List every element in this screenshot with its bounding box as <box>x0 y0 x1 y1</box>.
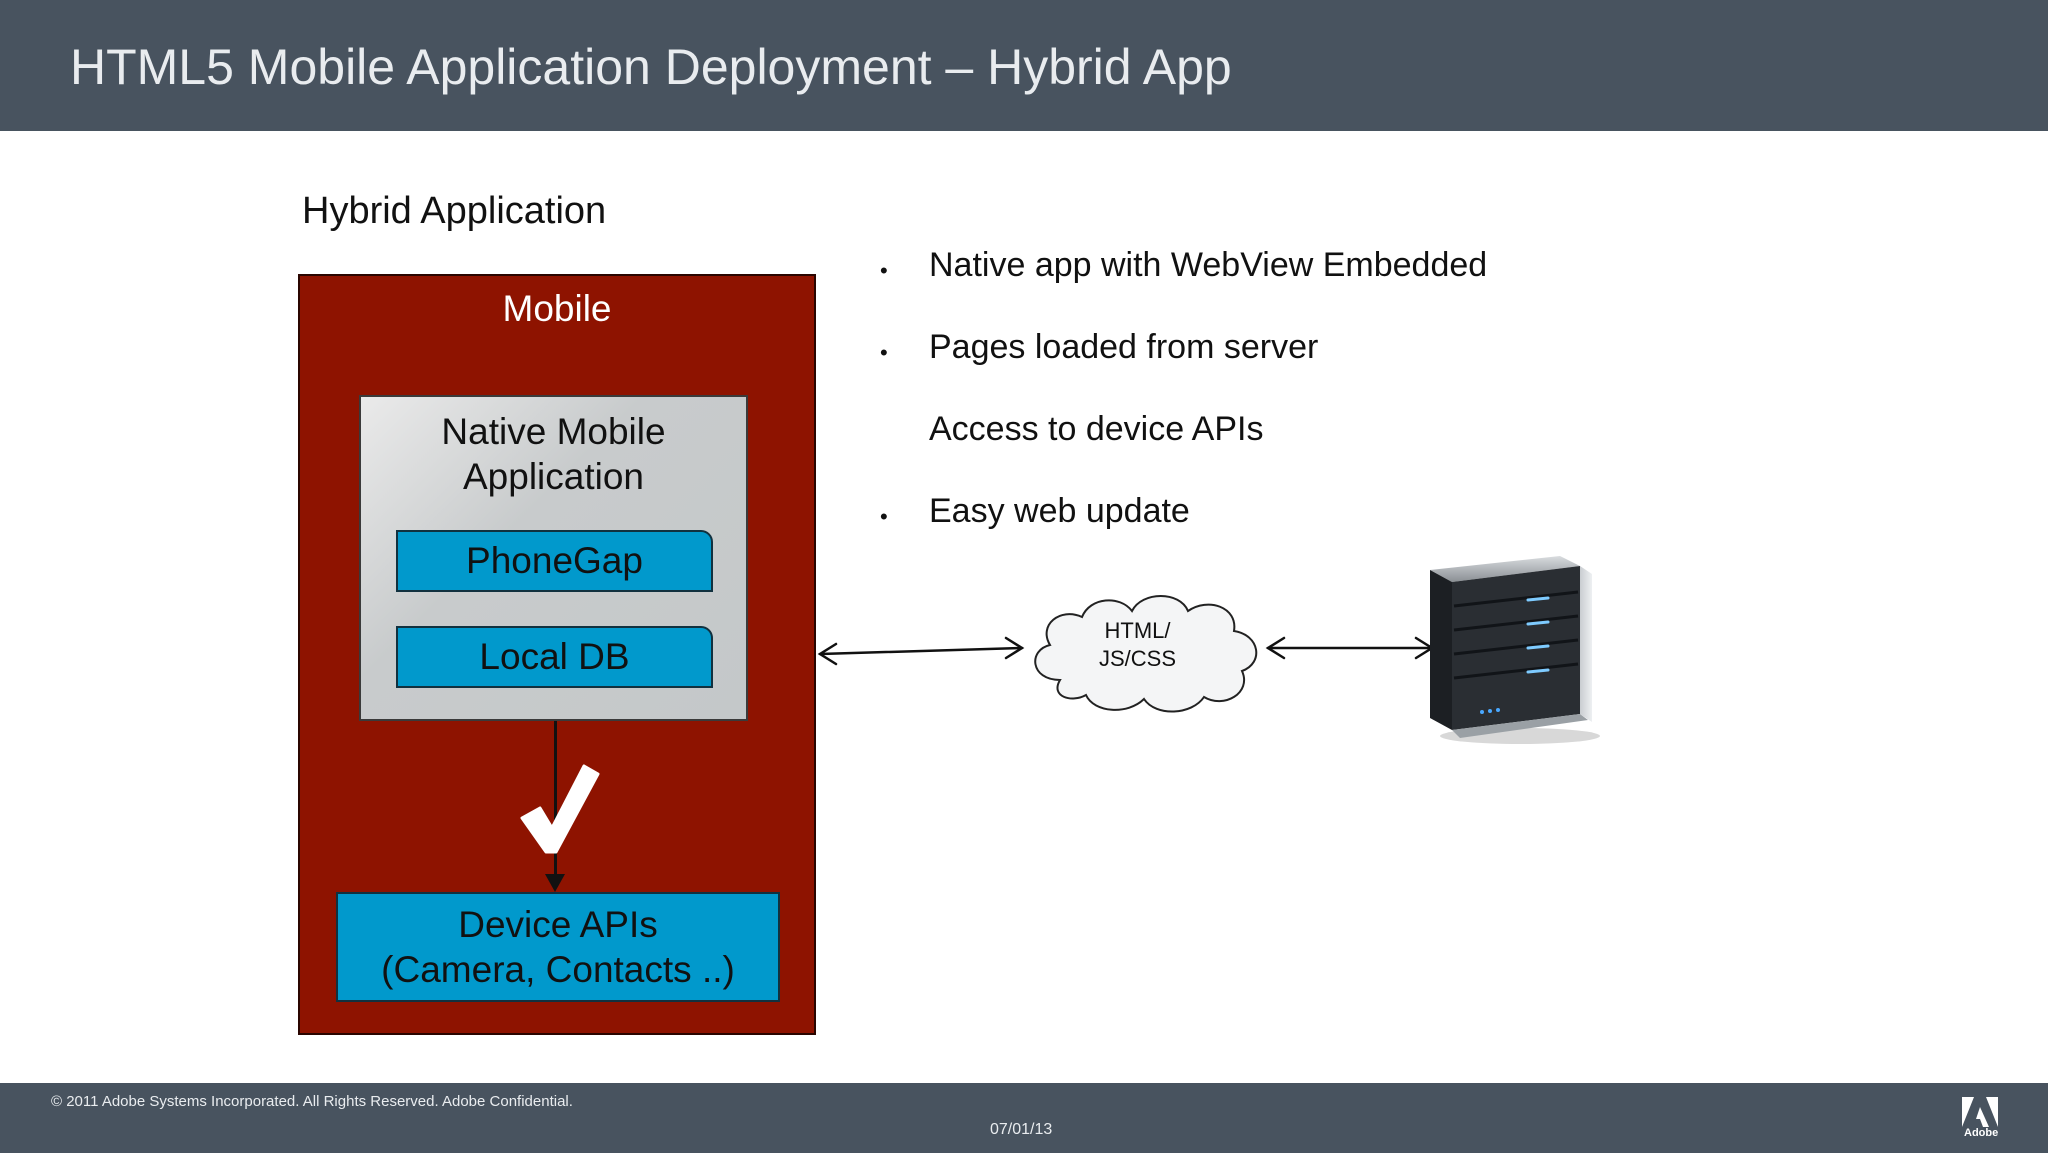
down-arrow-icon <box>545 874 565 892</box>
local-db-label: Local DB <box>479 636 630 677</box>
section-title: Hybrid Application <box>302 190 607 232</box>
phonegap-box: PhoneGap <box>396 530 713 592</box>
cloud-icon <box>1034 595 1258 713</box>
mobile-container: Mobile Native Mobile Application PhoneGa… <box>298 274 816 1035</box>
cloud-label: HTML/ JS/CSS <box>1060 617 1215 673</box>
native-app-box: Native Mobile Application PhoneGap Local… <box>359 395 748 721</box>
bullet-item: Easy web update <box>929 492 1190 530</box>
cloud-label-line2: JS/CSS <box>1098 646 1177 671</box>
native-app-label-line2: Application <box>462 456 644 497</box>
native-app-label-line1: Native Mobile <box>441 411 666 452</box>
phonegap-label: PhoneGap <box>466 540 643 581</box>
mobile-cloud-arrow <box>818 646 1024 656</box>
device-apis-line1: Device APIs <box>458 904 658 945</box>
bullet-item: Pages loaded from server <box>929 328 1319 366</box>
slide-title: HTML5 Mobile Application Deployment – Hy… <box>70 39 1232 95</box>
checkmark-icon <box>520 764 600 854</box>
adobe-logo-icon <box>1962 1097 1998 1145</box>
bullet-dot: • <box>880 504 888 529</box>
slide-date: 07/01/13 <box>990 1121 1053 1138</box>
device-apis-line2: (Camera, Contacts ..) <box>381 949 735 990</box>
bullet-dot: • <box>880 340 888 365</box>
bullet-item: Access to device APIs <box>929 410 1264 448</box>
mobile-label: Mobile <box>502 288 612 329</box>
native-app-label: Native Mobile Application <box>361 409 746 499</box>
bullet-item: Native app with WebView Embedded <box>929 246 1488 284</box>
native-to-device-connector <box>554 721 557 881</box>
local-db-box: Local DB <box>396 626 713 688</box>
slide-header: HTML5 Mobile Application Deployment – Hy… <box>0 0 2048 131</box>
cloud-label-line1: HTML/ <box>1104 618 1171 643</box>
adobe-logo-text: Adobe <box>1964 1127 1999 1139</box>
slide-footer: © 2011 Adobe Systems Incorporated. All R… <box>0 1083 2048 1153</box>
device-apis-box: Device APIs (Camera, Contacts ..) <box>336 892 780 1002</box>
server-icon <box>1430 556 1600 744</box>
copyright-text: © 2011 Adobe Systems Incorporated. All R… <box>51 1093 573 1110</box>
bullet-dot: • <box>880 258 888 283</box>
